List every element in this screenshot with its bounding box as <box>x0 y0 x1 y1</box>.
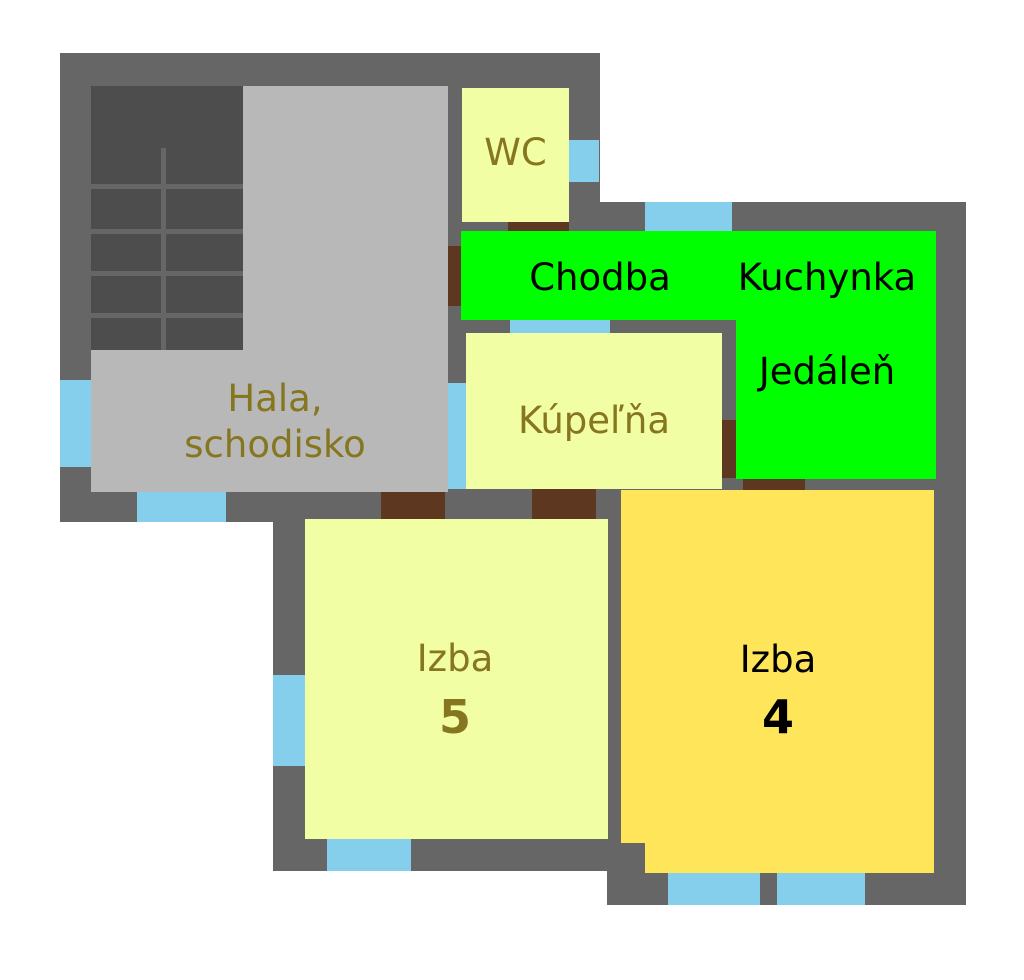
kitchen-label-text-2: Jedáleň <box>758 350 896 393</box>
hall-label-line2: schodisko <box>184 423 366 466</box>
bathroom-room <box>466 333 722 489</box>
stair-step <box>91 229 243 234</box>
room-4-label-name: Izba <box>739 638 817 681</box>
wc-room <box>462 88 569 222</box>
door <box>722 420 736 478</box>
window <box>60 380 91 467</box>
room-4-number: 4 <box>678 690 878 745</box>
hall-label: Hala, schodisko <box>150 376 400 468</box>
kitchen-room <box>736 231 936 479</box>
door <box>508 222 569 231</box>
staircase <box>91 86 243 350</box>
corridor-label: Chodba <box>500 256 700 300</box>
room-4-label: Izba <box>678 638 878 682</box>
room-4 <box>621 490 934 843</box>
door <box>743 479 805 490</box>
bathroom-label: Kúpeľňa <box>466 399 722 443</box>
room-5-label-name: Izba <box>416 637 494 680</box>
hall-room <box>243 86 448 350</box>
wc-label-text: WC <box>484 131 547 174</box>
window <box>777 873 865 905</box>
stair-step <box>91 271 243 276</box>
hall-room-lower <box>91 350 448 492</box>
room-5-number: 5 <box>355 690 555 745</box>
stair-step <box>91 184 243 189</box>
window <box>137 492 226 522</box>
kitchen-label-line2: Jedáleň <box>727 350 927 394</box>
corridor-label-text: Chodba <box>529 256 671 299</box>
room-4-lower <box>645 843 934 873</box>
window <box>327 839 411 871</box>
hall-label-line1: Hala, <box>227 377 323 420</box>
stair-step <box>91 313 243 318</box>
bathroom-label-text: Kúpeľňa <box>517 399 671 442</box>
door <box>532 489 596 519</box>
room-4-number-text: 4 <box>761 690 794 744</box>
door <box>448 246 461 306</box>
room-5 <box>305 519 608 839</box>
staircase-divider <box>161 148 166 350</box>
kitchen-label-line1: Kuchynka <box>727 256 927 300</box>
room-5-label: Izba <box>355 637 555 681</box>
wc-label: WC <box>462 131 569 175</box>
room-4-notch <box>634 490 654 520</box>
room-5-number-text: 5 <box>438 690 471 744</box>
window <box>510 320 610 333</box>
window <box>668 873 760 905</box>
window <box>645 202 732 231</box>
window <box>569 140 599 182</box>
window <box>273 675 305 766</box>
window <box>448 383 466 489</box>
door <box>381 492 445 519</box>
kitchen-label-text-1: Kuchynka <box>737 256 917 299</box>
